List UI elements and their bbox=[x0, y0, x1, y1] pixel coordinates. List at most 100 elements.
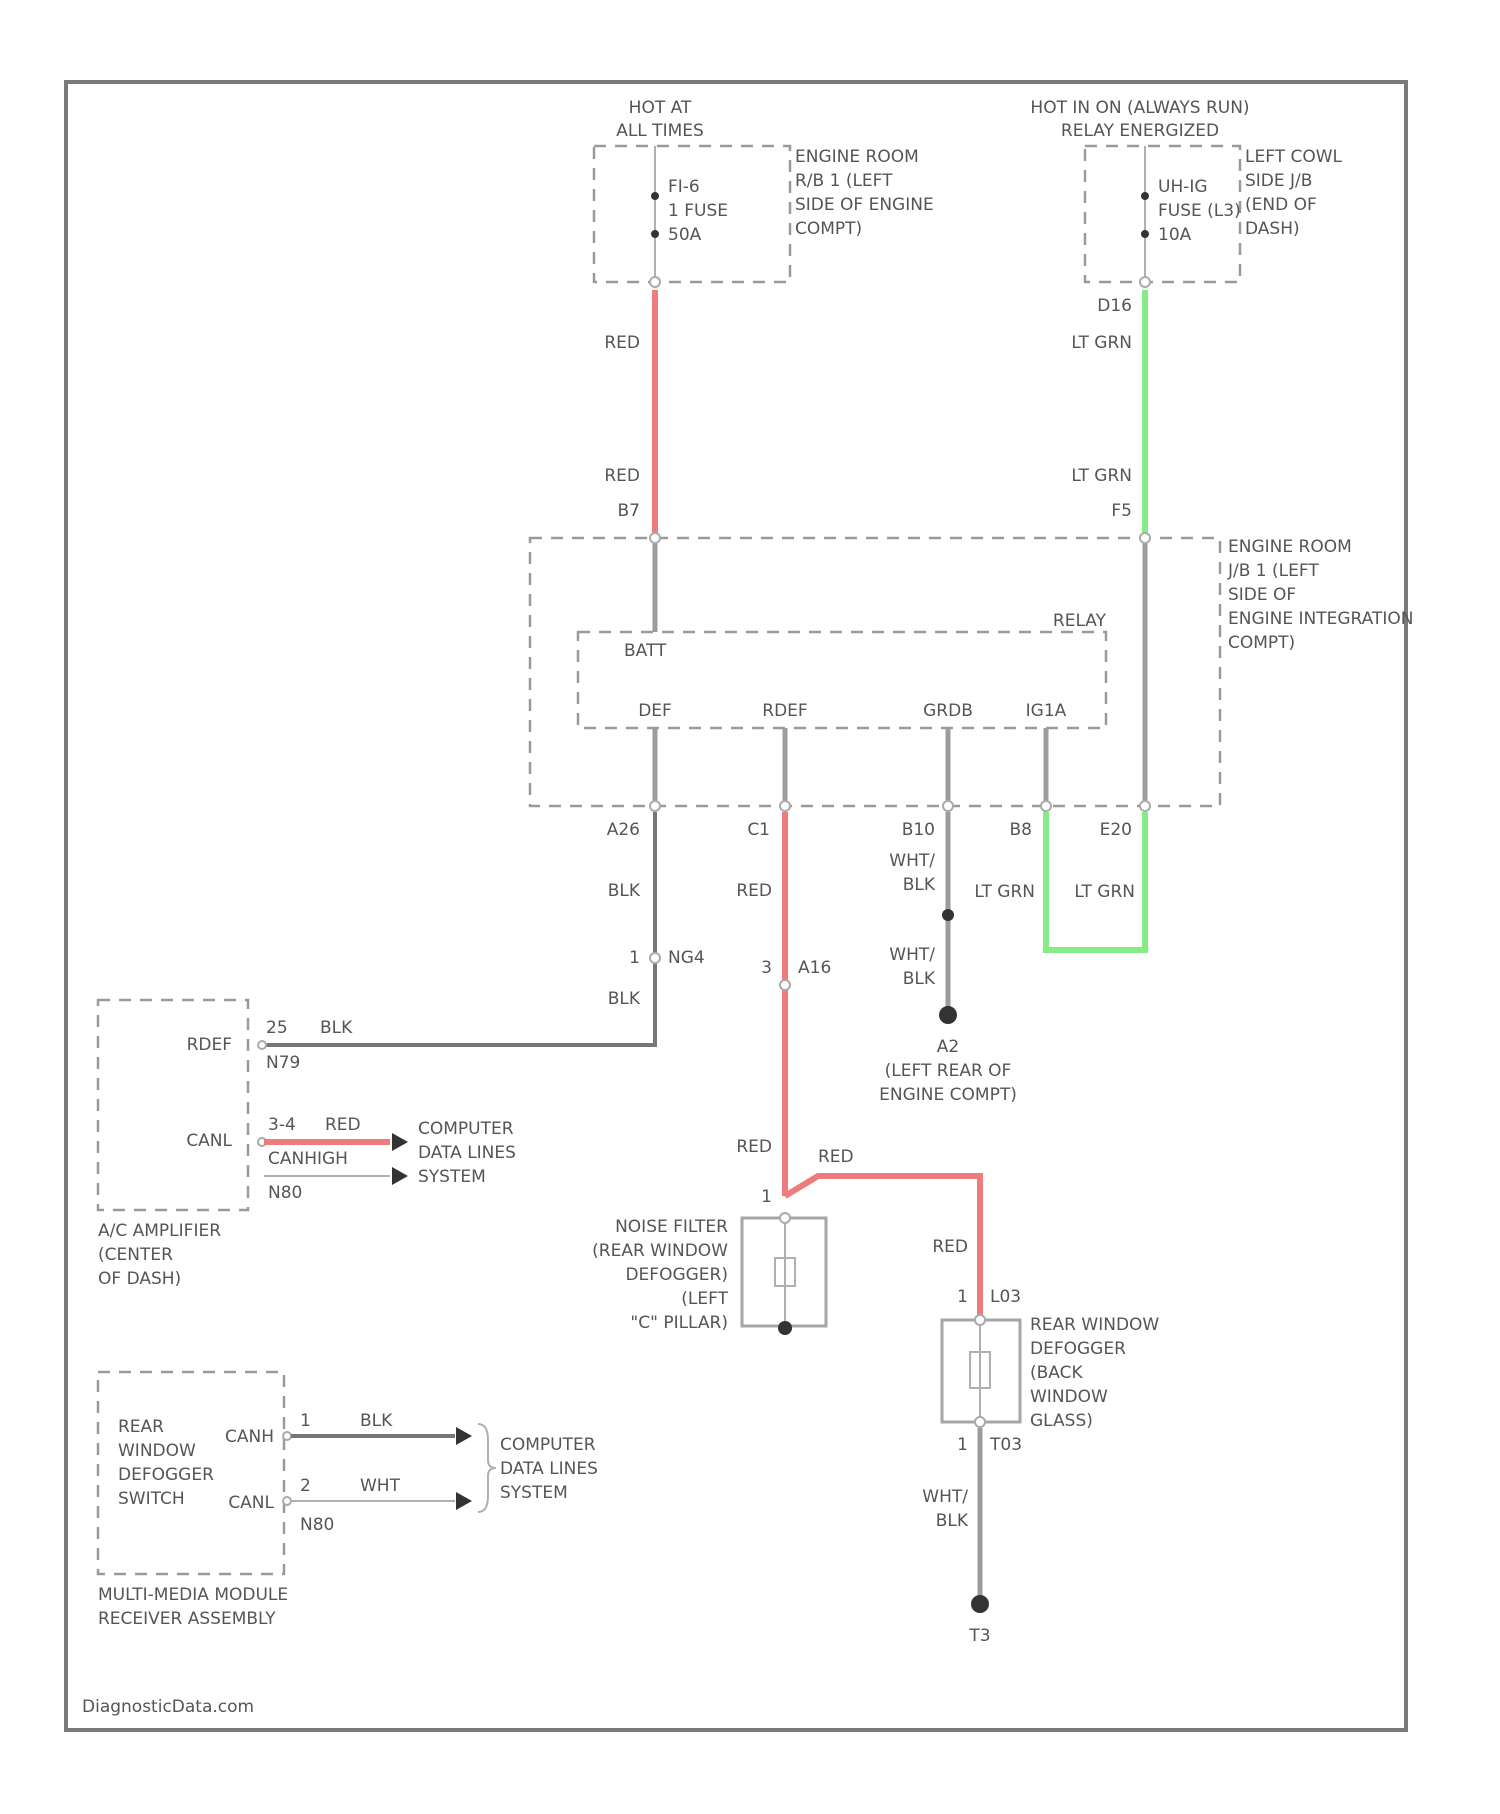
term-ig1a: IG1A bbox=[1026, 701, 1067, 721]
pin-mm-canh bbox=[283, 1432, 291, 1440]
cdl1-line-2: DATA LINES bbox=[418, 1143, 516, 1163]
diagram-frame bbox=[66, 82, 1406, 1730]
noise-filter-line-3: DEFOGGER) bbox=[625, 1265, 728, 1285]
pin-b8 bbox=[1041, 801, 1051, 811]
mm-pin-2: 2 bbox=[300, 1476, 311, 1496]
wire-whtblk-label-3b: BLK bbox=[936, 1511, 969, 1531]
wire-wht-label: WHT bbox=[360, 1476, 401, 1496]
connector-a16-pin bbox=[780, 980, 790, 990]
jb-loc-2: J/B 1 (LEFT bbox=[1227, 561, 1319, 581]
pin-e20 bbox=[1140, 801, 1150, 811]
fuse-left-loc-3: SIDE OF ENGINE bbox=[795, 195, 934, 215]
jb-loc-4: ENGINE INTEGRATION bbox=[1228, 609, 1413, 629]
wire-red-label-7: RED bbox=[325, 1115, 361, 1135]
rear-defogger-pin-bottom: 1 bbox=[957, 1435, 968, 1455]
multimedia-canl: CANL bbox=[228, 1493, 274, 1513]
fuse-right-line-3: 10A bbox=[1158, 225, 1192, 245]
ac-amplifier-canl: CANL bbox=[186, 1131, 232, 1151]
pin-mm-canl bbox=[283, 1497, 291, 1505]
multimedia-module: REAR WINDOW DEFOGGER SWITCH CANH CANL MU… bbox=[98, 1372, 288, 1629]
wire-blk-label-3: BLK bbox=[320, 1018, 353, 1038]
pin-34-label: 3-4 bbox=[268, 1115, 296, 1135]
bracket-cdl2 bbox=[478, 1424, 496, 1512]
fuse-left-line-3: 50A bbox=[668, 225, 702, 245]
hot-at-all-times-label: HOT AT ALL TIMES bbox=[616, 98, 704, 141]
pin-a26-label: A26 bbox=[607, 820, 640, 840]
wire-whtblk-label-1b: BLK bbox=[903, 875, 936, 895]
hot-at-all-times-line-1: HOT AT bbox=[629, 98, 692, 118]
ground-a2-line-1: (LEFT REAR OF bbox=[885, 1061, 1012, 1081]
switch-line-2: WINDOW bbox=[118, 1441, 196, 1461]
pin-b7 bbox=[650, 533, 660, 543]
rear-defogger-line-4: WINDOW bbox=[1030, 1387, 1108, 1407]
arrow-canh bbox=[456, 1427, 472, 1445]
watermark: DiagnosticData.com bbox=[82, 1697, 254, 1717]
wire-canhigh-label: CANHIGH bbox=[268, 1149, 348, 1169]
pin-f5-label: F5 bbox=[1111, 501, 1132, 521]
cdl2-line-1: COMPUTER bbox=[500, 1435, 596, 1455]
arrow-can-2 bbox=[392, 1167, 408, 1185]
wire-blk-label-4: BLK bbox=[360, 1411, 393, 1431]
batt-label: BATT bbox=[624, 641, 667, 661]
multimedia-line-1: MULTI-MEDIA MODULE bbox=[98, 1585, 288, 1605]
fuse-right-loc-4: DASH) bbox=[1245, 219, 1300, 239]
ac-amplifier-line-3: OF DASH) bbox=[98, 1269, 181, 1289]
ac-amplifier-line-1: A/C AMPLIFIER bbox=[98, 1221, 221, 1241]
fuse-right: UH-IG FUSE (L3) 10A LEFT COWL SIDE J/B (… bbox=[1085, 146, 1343, 282]
wire-red-label-6: RED bbox=[932, 1237, 968, 1257]
connector-a16-label: A16 bbox=[798, 958, 831, 978]
term-grdb: GRDB bbox=[923, 701, 973, 721]
rear-defogger-line-2: DEFOGGER bbox=[1030, 1339, 1126, 1359]
noise-filter-line-1: NOISE FILTER bbox=[615, 1217, 728, 1237]
pin-b10-label: B10 bbox=[902, 820, 935, 840]
junction-block: ENGINE ROOM J/B 1 (LEFT SIDE OF ENGINE I… bbox=[530, 537, 1413, 806]
pin-a26 bbox=[650, 801, 660, 811]
pin-ac-rdef bbox=[258, 1041, 266, 1049]
switch-line-4: SWITCH bbox=[118, 1489, 185, 1509]
cdl2-line-2: DATA LINES bbox=[500, 1459, 598, 1479]
relay-label: RELAY bbox=[1053, 611, 1107, 631]
connector-n80-label-1: N80 bbox=[268, 1183, 302, 1203]
wire-blk-label-1: BLK bbox=[608, 881, 641, 901]
hot-in-on-line-1: HOT IN ON (ALWAYS RUN) bbox=[1030, 98, 1249, 118]
rear-defogger-line-1: REAR WINDOW bbox=[1030, 1315, 1159, 1335]
noise-filter-ground bbox=[778, 1321, 792, 1335]
hot-in-on-label: HOT IN ON (ALWAYS RUN) RELAY ENERGIZED bbox=[1030, 98, 1249, 141]
pin-fuse-right bbox=[1140, 277, 1150, 287]
connector-l03-label: L03 bbox=[990, 1287, 1021, 1307]
hot-in-on-line-2: RELAY ENERGIZED bbox=[1061, 121, 1219, 141]
wire-red-label-1: RED bbox=[604, 333, 640, 353]
wire-blk-a26 bbox=[262, 812, 655, 1045]
switch-line-3: DEFOGGER bbox=[118, 1465, 214, 1485]
fuse-right-loc-2: SIDE J/B bbox=[1245, 171, 1312, 191]
arrow-can-1 bbox=[392, 1133, 408, 1151]
wire-red-label-4: RED bbox=[736, 1137, 772, 1157]
pin-f5 bbox=[1140, 533, 1150, 543]
wire-whtblk-label-2a: WHT/ bbox=[889, 945, 935, 965]
noise-filter-line-2: (REAR WINDOW bbox=[592, 1241, 728, 1261]
wire-ltgrn-label-2: LT GRN bbox=[1071, 466, 1132, 486]
wire-red-label-5: RED bbox=[818, 1147, 854, 1167]
ground-a2-icon bbox=[939, 1006, 957, 1024]
ground-t3-label: T3 bbox=[968, 1626, 990, 1646]
fuse-right-loc-3: (END OF bbox=[1245, 195, 1317, 215]
pin-25-label: 25 bbox=[266, 1018, 288, 1038]
arrow-canl bbox=[456, 1492, 472, 1510]
multimedia-line-2: RECEIVER ASSEMBLY bbox=[98, 1609, 276, 1629]
noise-filter-pin: 1 bbox=[761, 1187, 772, 1207]
junction-block-box bbox=[530, 538, 1220, 806]
connector-a16-pin-num: 3 bbox=[761, 958, 772, 978]
pin-c1 bbox=[780, 801, 790, 811]
mm-pin-1: 1 bbox=[300, 1411, 311, 1431]
cdl2-line-3: SYSTEM bbox=[500, 1483, 568, 1503]
rear-defogger-line-3: (BACK bbox=[1030, 1363, 1083, 1383]
wire-ltgrn-label-4: LT GRN bbox=[1074, 882, 1135, 902]
term-rdef: RDEF bbox=[762, 701, 807, 721]
noise-filter-line-5: "C" PILLAR) bbox=[630, 1313, 728, 1333]
connector-n80-label-2: N80 bbox=[300, 1515, 334, 1535]
connector-n79-label: N79 bbox=[266, 1053, 300, 1073]
connector-ng4-pin bbox=[650, 953, 660, 963]
connector-t03-label: T03 bbox=[989, 1435, 1022, 1455]
ac-amplifier: RDEF CANL A/C AMPLIFIER (CENTER OF DASH) bbox=[98, 1000, 248, 1289]
